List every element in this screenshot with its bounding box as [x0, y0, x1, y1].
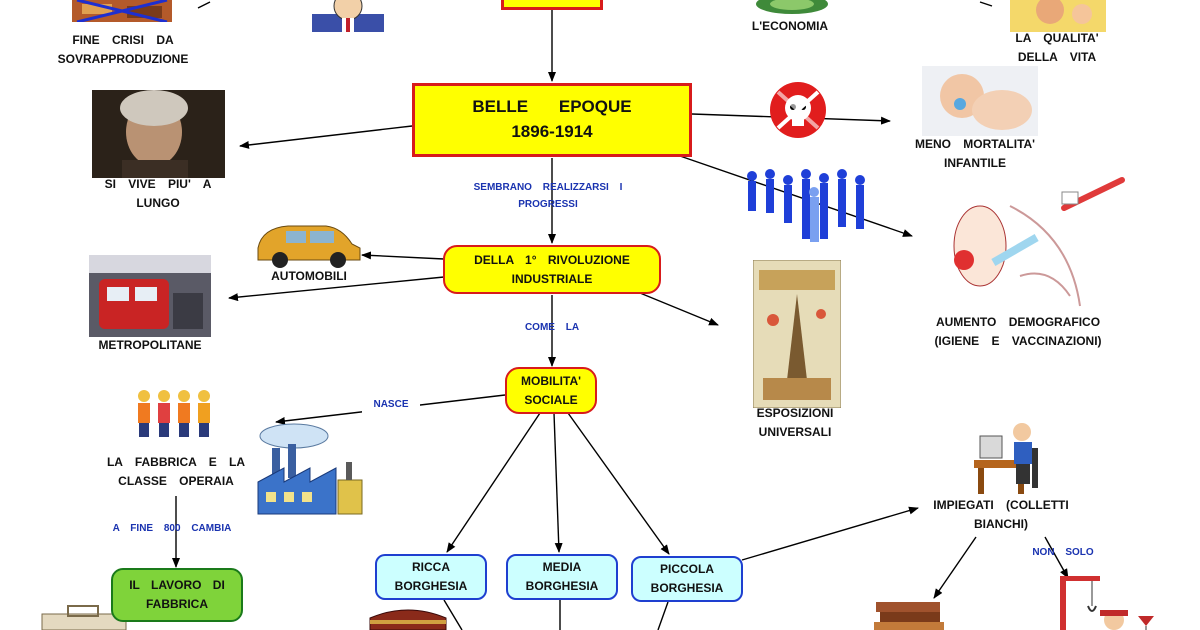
- arrow-top-right: [979, 1, 993, 7]
- node-title: BELLE EPOQUE: [472, 97, 632, 116]
- arrow-mobility-to-petty: [567, 412, 670, 555]
- metro-train-image: [89, 255, 211, 337]
- old-woman-image: [92, 90, 225, 178]
- label-factory: LA FABBRICA E LA CLASSE OPERAIA: [106, 455, 246, 488]
- node-middle-bourgeoisie: MEDIA BORGHESIA: [506, 554, 618, 600]
- money-image: [752, 0, 832, 14]
- quality-of-life-image: [1010, 0, 1106, 32]
- line-petty-down: [657, 601, 669, 630]
- node-years: 1896-1914: [511, 122, 593, 141]
- skull-warning-icon: [768, 80, 828, 140]
- node-revolution-text: DELLA 1° RIVOLUZIONE INDUSTRIALE: [474, 252, 630, 286]
- node-petty-text: PICCOLA BORGHESIA: [650, 562, 724, 595]
- arrow-revolution-to-cars: [361, 251, 445, 260]
- node-belle-epoque: BELLE EPOQUE 1896-1914: [412, 83, 692, 157]
- arrow-main-to-longer-life: [239, 125, 413, 149]
- link-as: COME LA: [524, 322, 580, 333]
- link-not-only: NON SOLO: [1032, 547, 1094, 558]
- arrow-revolution-to-expo: [639, 292, 719, 326]
- arrow-main-to-demographic: [679, 155, 913, 237]
- label-cars: AUTOMOBILI: [271, 269, 347, 283]
- crowd-image: [742, 166, 876, 246]
- node-petty-bourgeoisie: PICCOLA BORGHESIA: [631, 556, 743, 602]
- arrow-mobility-to-rich: [446, 412, 541, 553]
- vaccination-image: [950, 196, 1090, 312]
- arrow-clerks-to-books: [933, 536, 977, 599]
- arrow-petty-to-clerks: [741, 506, 919, 561]
- luggage-image: [38, 604, 130, 630]
- label-crisis: FINE CRISI DA SOVRAPPRODUZIONE: [57, 33, 189, 66]
- label-expo: ESPOSIZIONI UNIVERSALI: [756, 406, 834, 439]
- node-revolution: DELLA 1° RIVOLUZIONE INDUSTRIALE: [443, 245, 661, 294]
- treasure-chest-image: [366, 606, 450, 630]
- arrow-revolution-to-metro: [228, 276, 445, 302]
- label-clerks: IMPIEGATI (COLLETTI BIANCHI): [933, 498, 1069, 531]
- node-rich-text: RICCA BORGHESIA: [394, 560, 468, 593]
- wine-glass-image: [1134, 616, 1158, 630]
- office-worker-image: [970, 418, 1060, 498]
- line-rich-down: [443, 599, 463, 630]
- label-infant: MENO MORTALITA' INFANTILE: [914, 137, 1036, 170]
- link-seem: SEMBRANO REALIZZARSI I PROGRESSI: [473, 182, 623, 210]
- businessman-image: [312, 0, 384, 32]
- node-mobility: MOBILITA' SOCIALE: [505, 367, 597, 414]
- label-metro: METROPOLITANE: [98, 338, 202, 352]
- car-image: [252, 214, 364, 270]
- eiffel-poster-image: [753, 260, 841, 408]
- person-partial-image: [1092, 606, 1142, 630]
- books-image: [872, 598, 946, 630]
- node-mobility-text: MOBILITA' SOCIALE: [521, 373, 581, 407]
- arrow-mobility-to-middle: [553, 412, 563, 553]
- link-born: NASCE: [362, 396, 420, 413]
- workers-image: [132, 388, 218, 438]
- node-factory-work: IL LAVORO DI FABBRICA: [111, 568, 243, 622]
- crossed-out-goods-image: [72, 0, 172, 22]
- label-quality: LA QUALITA' DELLA VITA: [1015, 31, 1099, 64]
- arrow-clerks-to-crane: [1044, 536, 1069, 579]
- baby-image: [922, 66, 1038, 136]
- label-economy: L'ECONOMIA: [751, 19, 829, 33]
- node-middle-text: MEDIA BORGHESIA: [525, 560, 599, 593]
- node-rich-bourgeoisie: RICCA BORGHESIA: [375, 554, 487, 600]
- link-change: A FINE 800 CAMBIA: [112, 523, 232, 534]
- arrow-top-left: [197, 1, 211, 9]
- toothbrush-image: [1058, 172, 1128, 214]
- factory-image: [254, 422, 366, 516]
- crane-image: [1056, 576, 1104, 630]
- label-demographic: AUMENTO DEMOGRAFICO (IGIENE E VACCINAZIO…: [934, 315, 1102, 348]
- top-partial-box: [501, 0, 603, 10]
- label-longer-life: SI VIVE PIU' A LUNGO: [104, 177, 212, 210]
- node-work-text: IL LAVORO DI FABBRICA: [129, 578, 225, 611]
